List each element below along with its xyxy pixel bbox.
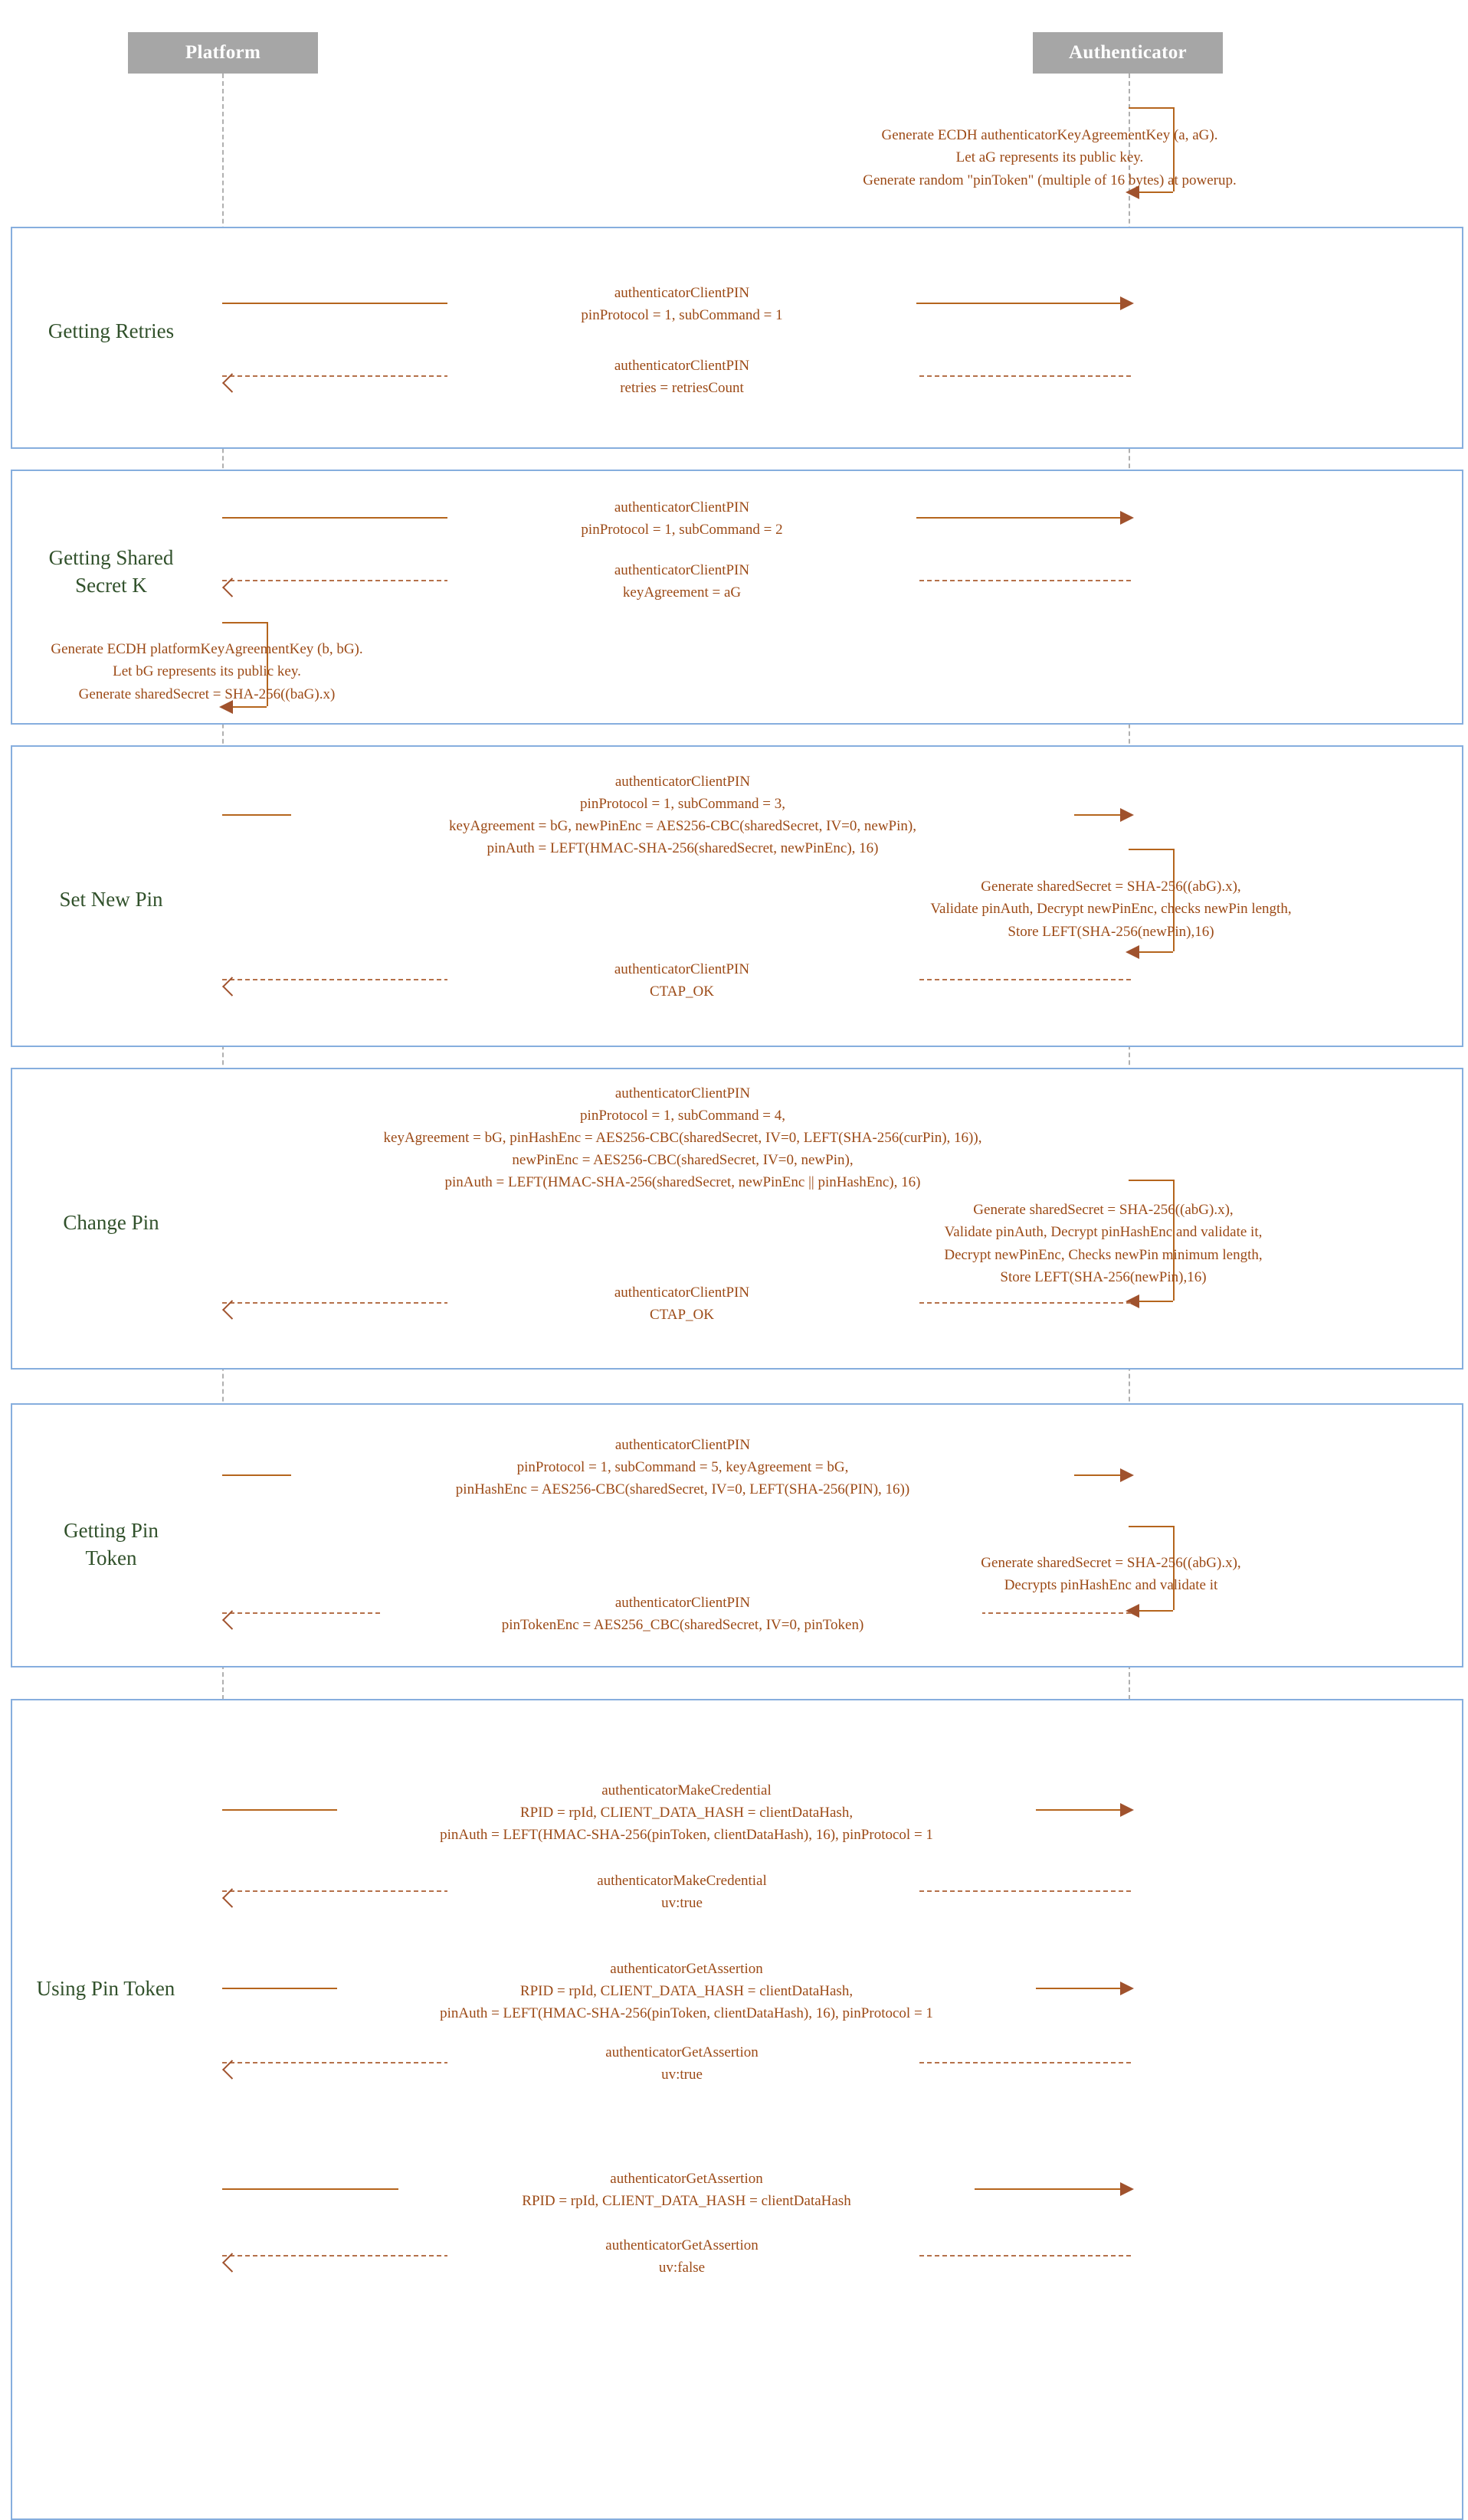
message-make-credential-request-label: authenticatorMakeCredential RPID = rpId,… [337,1780,1036,1847]
self-message-authenticator-set-new-pin-label: Generate sharedSecret = SHA-256((abG).x)… [930,879,1292,940]
frame-getting-retries-label: Getting Retries [48,319,175,342]
frame-getting-retries [11,227,1463,449]
message-getting-retries-response-label: authenticatorClientPIN retries = retries… [447,355,916,400]
self-message-platform-shared-secret-label: Generate ECDH platformKeyAgreementKey (b… [51,641,363,702]
message-change-pin-request-label: authenticatorClientPIN pinProtocol = 1, … [199,1083,1166,1194]
message-get-keyagreement-response-label: authenticatorClientPIN keyAgreement = aG [447,560,916,604]
self-message-authenticator-powerup-label: Generate ECDH authenticatorKeyAgreementK… [863,127,1237,188]
self-message-authenticator-change-pin-label: Generate sharedSecret = SHA-256((abG).x)… [944,1202,1263,1286]
message-set-new-pin-request-label: authenticatorClientPIN pinProtocol = 1, … [291,771,1074,860]
participant-platform-label: Platform [185,42,261,63]
participant-platform[interactable]: Platform [128,32,318,74]
message-get-assertion-response-2-label: authenticatorGetAssertion uv:false [447,2235,916,2279]
message-getting-retries-request-label: authenticatorClientPIN pinProtocol = 1, … [447,283,916,327]
message-get-assertion-response-1-label: authenticatorGetAssertion uv:true [447,2042,916,2086]
message-get-pin-token-response-label: authenticatorClientPIN pinTokenEnc = AES… [383,1592,982,1637]
self-message-authenticator-change-pin [1126,1180,1175,1308]
message-get-pin-token-request-label: authenticatorClientPIN pinProtocol = 1, … [291,1435,1074,1501]
self-message-platform-shared-secret [219,622,268,714]
message-change-pin-response-label: authenticatorClientPIN CTAP_OK [447,1282,916,1327]
frame-set-new-pin-label: Set New Pin [59,888,163,911]
frame-getting-pin-token-label: Getting Pin Token [64,1519,159,1570]
frame-change-pin-label: Change Pin [63,1211,159,1234]
participant-authenticator[interactable]: Authenticator [1033,32,1223,74]
message-get-keyagreement-request-label: authenticatorClientPIN pinProtocol = 1, … [447,497,916,542]
self-message-authenticator-set-new-pin [1126,849,1175,959]
message-get-assertion-request-1-label: authenticatorGetAssertion RPID = rpId, C… [337,1959,1036,2025]
self-message-authenticator-pin-token [1126,1526,1175,1618]
sequence-diagram-canvas: Platform Authenticator Generate ECDH aut… [11,32,1463,2520]
frame-getting-shared-secret-label: Getting Shared Secret K [48,546,174,597]
message-set-new-pin-response-label: authenticatorClientPIN CTAP_OK [447,959,916,1003]
message-make-credential-response-label: authenticatorMakeCredential uv:true [447,1870,916,1915]
self-message-authenticator-powerup [1126,107,1175,199]
frame-using-pin-token-label: Using Pin Token [36,1977,175,2000]
self-message-authenticator-pin-token-label: Generate sharedSecret = SHA-256((abG).x)… [981,1555,1241,1594]
message-get-assertion-request-2-label: authenticatorGetAssertion RPID = rpId, C… [398,2168,975,2213]
participant-authenticator-label: Authenticator [1069,42,1187,63]
